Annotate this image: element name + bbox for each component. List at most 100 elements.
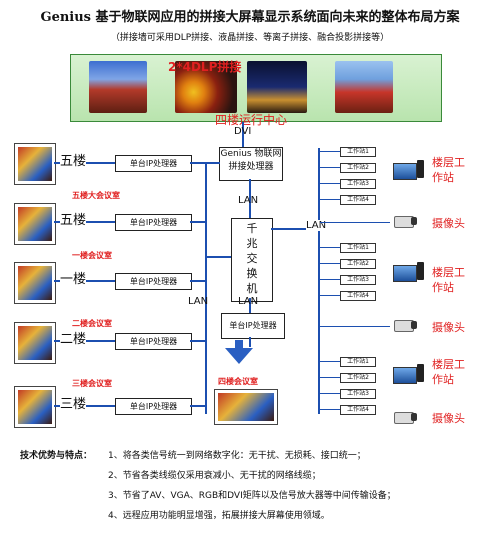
workstation-g2-2: 工作站2 xyxy=(340,259,376,269)
link-g2-3 xyxy=(320,279,340,280)
workstation-g3-1: 工作站1 xyxy=(340,357,376,367)
advantage-item-2: 2、节省各类线缆仅采用衰减小、无干扰的网络线缆； xyxy=(108,471,321,481)
pc-tower-icon-3 xyxy=(417,364,424,382)
floor-label-5b: 五楼 xyxy=(60,209,87,228)
left-trunk-to-switch xyxy=(205,256,231,258)
link-g2-4 xyxy=(320,295,340,296)
ip-processor-5a: 单台IP处理器 xyxy=(115,155,192,172)
camera-label-2: 摄像头 xyxy=(432,321,465,334)
lan-label-bottom: LAN xyxy=(238,296,259,307)
video-wall xyxy=(70,54,442,122)
link-g3-3 xyxy=(320,393,340,394)
link-ip2 xyxy=(190,340,206,342)
switch-down-link xyxy=(249,298,251,313)
room-screen-1 xyxy=(14,262,56,304)
ops-center-label: 四楼运行中心 xyxy=(215,113,288,127)
floor-label-2: 二楼 xyxy=(60,328,87,347)
floor-workstation-label-2: 楼层工 作站 xyxy=(432,266,465,294)
link-g3-4 xyxy=(320,409,340,410)
pc-monitor-icon-2 xyxy=(393,265,417,282)
link-g2-1 xyxy=(320,247,340,248)
link-g1-3 xyxy=(320,183,340,184)
room-screen-2 xyxy=(14,322,56,364)
workstation-g2-1: 工作站1 xyxy=(340,243,376,253)
room-screen-5a xyxy=(14,143,56,185)
pc-monitor-icon-1 xyxy=(393,163,417,180)
pc-tower-icon-2 xyxy=(417,262,424,280)
genius-processor: Genius 物联网 拼接处理器 xyxy=(219,147,283,181)
ip-processor-4: 单台IP处理器 xyxy=(221,313,285,339)
left-trunk-to-processor xyxy=(205,162,220,164)
page-title: Genius 基于物联网应用的拼接大屏幕显示系统面向未来的整体布局方案 xyxy=(40,10,460,25)
right-trunk-line xyxy=(318,148,320,414)
link-camera-1 xyxy=(320,222,390,223)
gigabit-switch: 千 兆 交 换 机 xyxy=(231,218,273,302)
link-ip3 xyxy=(190,405,206,407)
room-label-3: 三楼会议室 xyxy=(72,379,112,388)
link-proc-projector xyxy=(249,337,251,347)
room-label-4: 四楼会议室 xyxy=(218,377,258,386)
ip-processor-5b: 单台IP处理器 xyxy=(115,214,192,231)
room-label-5: 五楼大会议室 xyxy=(72,191,120,200)
workstation-g1-3: 工作站3 xyxy=(340,179,376,189)
workstation-g2-4: 工作站4 xyxy=(340,291,376,301)
room-screen-5b xyxy=(14,203,56,245)
switch-right-link xyxy=(271,228,319,230)
camera-lens-icon-1 xyxy=(411,217,417,225)
link-ip1 xyxy=(190,280,206,282)
floor-label-3: 三楼 xyxy=(60,393,87,412)
workstation-g1-1: 工作站1 xyxy=(340,147,376,157)
camera-lens-icon-3 xyxy=(411,413,417,421)
link-camera-2 xyxy=(320,326,390,327)
link-g1-2 xyxy=(320,167,340,168)
pc-tower-icon-1 xyxy=(417,160,424,178)
advantage-item-3: 3、节省了AV、VGA、RGB和DVI矩阵以及信号放大器等中间传输设备； xyxy=(108,491,396,501)
wall-image-4 xyxy=(335,61,393,113)
lan-label-left: LAN xyxy=(188,296,209,307)
processor-switch-link xyxy=(249,179,251,218)
lan-label-top: LAN xyxy=(238,195,259,206)
projector-icon xyxy=(225,348,253,364)
link-g2-2 xyxy=(320,263,340,264)
advantage-item-4: 4、远程应用功能明显增强，拓展拼接大屏幕使用领域。 xyxy=(108,511,330,521)
ip-processor-3: 单台IP处理器 xyxy=(115,398,192,415)
pc-monitor-icon-3 xyxy=(393,367,417,384)
room-screen-3 xyxy=(14,386,56,428)
ip-processor-1: 单台IP处理器 xyxy=(115,273,192,290)
room-label-1: 一楼会议室 xyxy=(72,251,112,260)
room-screen-4 xyxy=(214,389,278,425)
room-label-2: 二楼会议室 xyxy=(72,319,112,328)
workstation-g2-3: 工作站3 xyxy=(340,275,376,285)
link-g1-1 xyxy=(320,151,340,152)
dvi-link xyxy=(242,122,244,148)
camera-label-3: 摄像头 xyxy=(432,412,465,425)
wall-image-2 xyxy=(175,61,237,113)
workstation-g3-4: 工作站4 xyxy=(340,405,376,415)
camera-lens-icon-2 xyxy=(411,321,417,329)
wall-image-3 xyxy=(247,61,307,113)
floor-label-1: 一楼 xyxy=(60,268,87,287)
lan-label-right: LAN xyxy=(306,220,327,231)
page-subtitle: （拼接墙可采用DLP拼接、液晶拼接、等离子拼接、融合投影拼接等） xyxy=(110,33,390,43)
left-trunk-line xyxy=(205,162,207,414)
wall-image-1 xyxy=(89,61,147,113)
link-g3-2 xyxy=(320,377,340,378)
link-ip5a xyxy=(190,162,206,164)
ip-processor-2: 单台IP处理器 xyxy=(115,333,192,350)
advantage-item-1: 1、将各类信号统一到网络数字化：无干扰、无损耗、接口统一； xyxy=(108,451,366,461)
camera-label-1: 摄像头 xyxy=(432,217,465,230)
link-g1-4 xyxy=(320,199,340,200)
workstation-g1-2: 工作站2 xyxy=(340,163,376,173)
wall-spec-label: 2*4DLP拼接 xyxy=(168,60,242,74)
projector-icon-top xyxy=(235,340,243,348)
workstation-g3-2: 工作站2 xyxy=(340,373,376,383)
floor-workstation-label-1: 楼层工 作站 xyxy=(432,156,465,184)
floor-label-5a: 五楼 xyxy=(60,150,87,169)
workstation-g1-4: 工作站4 xyxy=(340,195,376,205)
link-ip5b xyxy=(190,221,206,223)
advantages-lead: 技术优势与特点： xyxy=(20,451,93,461)
link-g3-1 xyxy=(320,361,340,362)
dvi-label: DVI xyxy=(234,126,252,137)
floor-workstation-label-3: 楼层工 作站 xyxy=(432,358,465,386)
workstation-g3-3: 工作站3 xyxy=(340,389,376,399)
